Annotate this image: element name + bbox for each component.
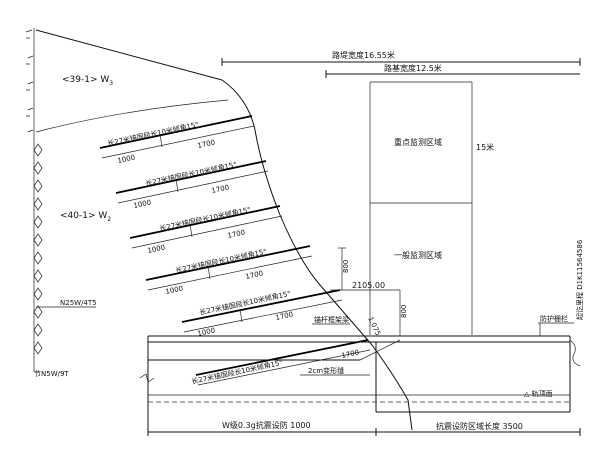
anchor-d2-2: 1700 xyxy=(211,183,230,195)
anchor-d2-5: 1700 xyxy=(275,310,294,322)
stratum-lower-label: <40-1> W2 xyxy=(60,211,111,223)
w-width-label: W级0.3g抗震设防 1000 xyxy=(222,420,311,430)
anchor-rod-3: 长27米锚固段长10米倾角15° 1000 1700 xyxy=(129,205,283,255)
top-dimensions: 路堤宽度16.55米 路基宽度12.5米 15米 xyxy=(221,50,581,335)
slope-side-label: 锚杆框架梁 xyxy=(314,315,349,324)
anchor-d1-1: 1000 xyxy=(117,153,136,165)
rail-top-label: 防护栅栏 xyxy=(540,314,568,323)
dim-800-right: 800 xyxy=(400,305,408,318)
zone-mid-label: 一般监测区域 xyxy=(394,250,442,260)
anchor-d2-4: 1700 xyxy=(245,269,264,281)
bottom-left-label: 节N5W/9T xyxy=(34,370,69,378)
top-width-label: 路堤宽度16.55米 xyxy=(332,50,395,60)
anchor-d1-5: 1000 xyxy=(197,326,216,338)
stratum-lines xyxy=(35,29,413,431)
anchor-label-6: 长27米锚固段长10米倾角15° xyxy=(191,358,284,386)
anchor-d2-1: 1700 xyxy=(197,138,216,150)
bottom-dimensions: W级0.3g抗震设防 1000 抗震设防区域长度 3500 xyxy=(147,420,581,436)
left-mark-label: N25W/4T5 xyxy=(60,299,97,307)
anchor-rod-5: 长27米锚固段长10米倾角15° 1000 1700 xyxy=(181,289,343,338)
zone-top-label: 重点监测区域 xyxy=(394,137,442,147)
right-width-label: 抗震设防区域长度 3500 xyxy=(436,421,523,431)
anchor-d2-3: 1700 xyxy=(227,228,246,240)
anchor-label-1: 长27米锚固段长10米倾角15° xyxy=(107,120,200,148)
stratum-upper-label: <39-1> W3 xyxy=(62,75,113,87)
elevation-label: 2105.00 xyxy=(352,281,385,290)
height-15m-label: 15米 xyxy=(476,142,494,152)
rail-surface-label: △ 轨顶面 xyxy=(524,389,553,398)
anchor-rod-2: 长27米锚固段长10米倾角15° 1000 1700 xyxy=(115,160,269,210)
strata-labels: <39-1> W3 <40-1> W2 N25W/4T5 节N5W/9T xyxy=(34,75,113,378)
second-width-label: 路基宽度12.5米 xyxy=(384,63,442,73)
monitoring-zones: 重点监测区域 一般监测区域 xyxy=(369,82,472,335)
anchor-rod-6: 长27米锚固段长10米倾角15° 1700 xyxy=(191,339,371,386)
rail-side: 防护栅栏 △ 轨顶面 起讫里程 D1K11564586 xyxy=(524,239,584,398)
roadbed: 2cm变形缝 xyxy=(139,335,581,430)
dim-800-left: 800 xyxy=(342,260,350,273)
anchor-d1-2: 1000 xyxy=(133,198,152,210)
dim-1075: 1.075 xyxy=(366,315,382,337)
anchor-rod-1: 长27米锚固段长10米倾角15° 1000 1700 xyxy=(99,115,255,165)
mileage-label: 起讫里程 D1K11564586 xyxy=(575,239,584,320)
anchor-d1-3: 1000 xyxy=(147,243,166,255)
anchor-d1-6: 1700 xyxy=(341,348,360,360)
gap-label: 2cm变形缝 xyxy=(308,366,344,375)
left-ground-hatch xyxy=(25,28,43,372)
anchor-label-3: 长27米锚固段长10米倾角15° xyxy=(159,205,252,233)
anchor-d1-4: 1000 xyxy=(165,284,184,296)
anchor-rod-4: 长27米锚固段长10米倾角15° 1000 1700 xyxy=(145,245,313,296)
